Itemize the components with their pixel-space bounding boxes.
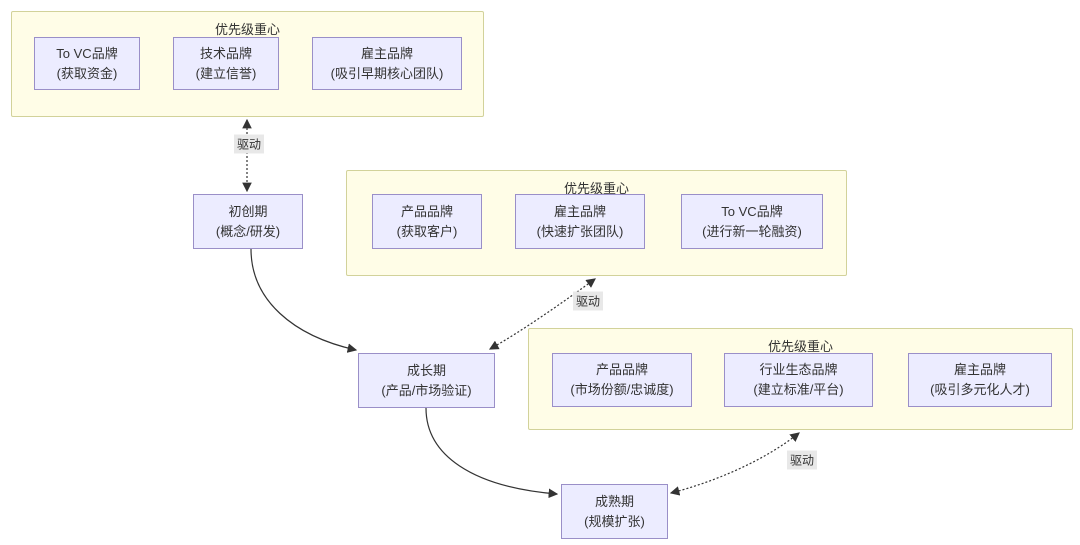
node-employer-brand-3: 雇主品牌 (吸引多元化人才): [908, 353, 1052, 407]
node-sublabel: (吸引早期核心团队): [330, 65, 444, 81]
cluster-title: 优先级重心: [767, 339, 833, 354]
node-sublabel: (产品/市场验证): [381, 382, 472, 398]
node-sublabel: (建立标准/平台): [753, 382, 844, 397]
edge-startup-to-growth: [250, 248, 358, 353]
node-employer-brand-2: 雇主品牌 (快速扩张团队): [515, 194, 645, 249]
node-label: 雇主品牌: [953, 362, 1006, 377]
node-label: 成长期: [406, 362, 446, 378]
node-sublabel: (概念/研发): [215, 223, 281, 239]
node-maturity-stage: 成熟期 (规模扩张): [561, 484, 668, 539]
node-label: 雇主品牌: [553, 203, 606, 219]
edge-drive-3: [669, 432, 800, 496]
node-sublabel: (市场份额/忠诚度): [570, 382, 674, 397]
node-sublabel: (规模扩张): [584, 513, 645, 529]
node-label: 成熟期: [594, 493, 634, 509]
node-sublabel: (获取资金): [56, 65, 118, 81]
node-startup-stage: 初创期 (概念/研发): [193, 194, 303, 249]
node-label: 行业生态品牌: [759, 362, 838, 377]
node-label: To VC品牌: [721, 203, 783, 219]
node-tech-brand: 技术品牌 (建立信誉): [173, 37, 279, 90]
node-label: 技术品牌: [199, 45, 252, 61]
node-employer-brand-1: 雇主品牌 (吸引早期核心团队): [312, 37, 462, 90]
edge-label-drive-1: 驱动: [233, 134, 265, 154]
node-product-brand-1: 产品品牌 (获取客户): [372, 194, 482, 249]
node-sublabel: (吸引多元化人才): [930, 382, 1030, 397]
node-label: 产品品牌: [400, 203, 453, 219]
node-to-vc-brand-1: To VC品牌 (获取资金): [34, 37, 140, 90]
cluster-title: 优先级重心: [214, 22, 280, 37]
node-label: 初创期: [228, 203, 268, 219]
node-sublabel: (快速扩张团队): [536, 223, 624, 239]
node-label: 雇主品牌: [360, 45, 413, 61]
node-industry-ecosystem-brand: 行业生态品牌 (建立标准/平台): [724, 353, 873, 407]
edge-label-drive-2: 驱动: [572, 291, 604, 311]
node-product-brand-2: 产品品牌 (市场份额/忠诚度): [552, 353, 692, 407]
node-sublabel: (获取客户): [396, 223, 458, 239]
node-growth-stage: 成长期 (产品/市场验证): [358, 353, 495, 408]
node-label: To VC品牌: [56, 45, 118, 61]
node-label: 产品品牌: [595, 362, 648, 377]
node-to-vc-brand-2: To VC品牌 (进行新一轮融资): [681, 194, 823, 249]
edge-label-drive-3: 驱动: [786, 450, 818, 470]
node-sublabel: (建立信誉): [195, 65, 257, 81]
cluster-title: 优先级重心: [563, 181, 629, 196]
node-sublabel: (进行新一轮融资): [702, 223, 802, 239]
